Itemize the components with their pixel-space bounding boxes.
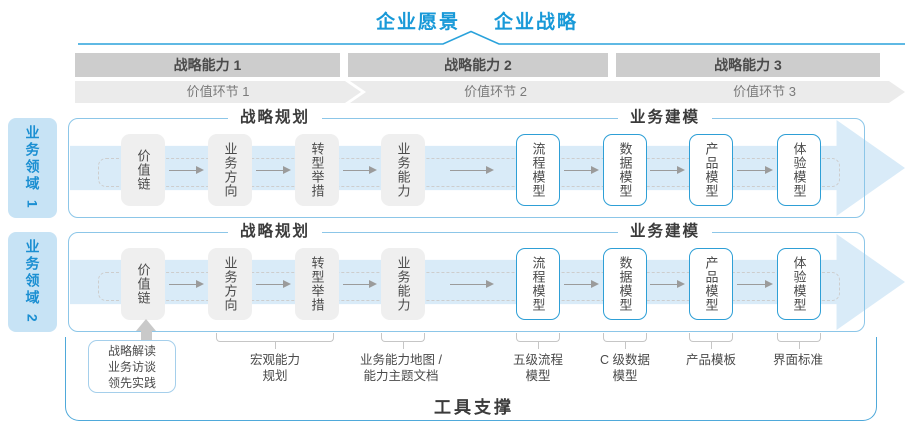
step-arrow-icon xyxy=(564,166,599,174)
box-process-model: 流程模型 xyxy=(516,134,560,206)
domain-row-2: 价值链 业务方向 转型举措 业务能力 流程模型 数据模型 产品模型 体验模型 战… xyxy=(0,221,910,332)
planning-section-header: 战略规划 xyxy=(227,107,323,128)
up-arrow-icon xyxy=(136,319,156,331)
up-arrow-stem xyxy=(141,330,152,341)
row-frame xyxy=(68,232,865,332)
note-ui-standard: 界面标准 xyxy=(772,353,824,367)
brace-connector xyxy=(516,333,560,349)
practice-note-box: 战略解读 业务访谈 领先实践 xyxy=(88,340,176,393)
note-c-level-data-model: C 级数据 模型 xyxy=(599,353,651,383)
practice-line: 领先实践 xyxy=(107,375,156,390)
box-experience-model: 体验模型 xyxy=(777,248,821,320)
step-arrow-icon xyxy=(169,280,204,288)
box-experience-model: 体验模型 xyxy=(777,134,821,206)
brace-connector xyxy=(689,333,733,349)
page-title: 企业愿景 企业战略 xyxy=(22,7,910,34)
tool-support-tray xyxy=(65,337,877,421)
step-arrow-icon xyxy=(169,166,204,174)
box-data-model: 数据模型 xyxy=(603,134,647,206)
capability-bar-2: 战略能力 2 xyxy=(348,53,608,77)
brace-connector xyxy=(216,333,334,349)
step-arrow-icon xyxy=(343,166,377,174)
brace-connector xyxy=(603,333,647,349)
strategy-title: 企业战略 xyxy=(494,12,579,33)
value-chain-segment-2: 价值环节 2 xyxy=(350,81,631,103)
step-arrow-icon xyxy=(737,166,773,174)
box-transformation-initiatives: 转型举措 xyxy=(295,248,339,320)
dashed-track xyxy=(98,158,840,187)
box-process-model: 流程模型 xyxy=(516,248,560,320)
note-capability-map: 业务能力地图 / 能力主题文档 xyxy=(360,353,442,383)
box-value-chain: 价值链 xyxy=(121,134,165,206)
brace-connector xyxy=(777,333,821,349)
box-business-direction: 业务方向 xyxy=(208,134,252,206)
value-chain-segment-1: 价值环节 1 xyxy=(75,81,361,103)
vision-strategy-underline xyxy=(78,30,905,45)
brace-connector xyxy=(381,333,425,349)
capability-bar-1: 战略能力 1 xyxy=(75,53,340,77)
planning-section-header: 战略规划 xyxy=(227,221,323,242)
modeling-section-header: 业务建模 xyxy=(617,107,713,128)
practice-line: 战略解读 xyxy=(107,343,156,358)
value-chain-segment-3: 价值环节 3 xyxy=(614,81,905,103)
box-product-model: 产品模型 xyxy=(689,248,733,320)
box-value-chain: 价值链 xyxy=(121,248,165,320)
step-arrow-icon xyxy=(450,166,494,174)
step-arrow-icon xyxy=(450,280,494,288)
step-arrow-icon xyxy=(564,280,599,288)
step-arrow-icon xyxy=(343,280,377,288)
step-arrow-icon xyxy=(256,166,291,174)
step-arrow-icon xyxy=(650,166,685,174)
dashed-track xyxy=(98,272,840,301)
box-business-capability: 业务能力 xyxy=(381,248,425,320)
box-transformation-initiatives: 转型举措 xyxy=(295,134,339,206)
domain-row-1: 价值链 业务方向 转型举措 业务能力 流程模型 数据模型 产品模型 体验模型 战… xyxy=(0,107,910,218)
capability-bar-3: 战略能力 3 xyxy=(616,53,880,77)
step-arrow-icon xyxy=(256,280,291,288)
domain-label-1: 业务领域 1 xyxy=(8,118,57,218)
domain-label-2: 业务领域 2 xyxy=(8,232,57,332)
modeling-section-header: 业务建模 xyxy=(617,221,713,242)
row-frame xyxy=(68,118,865,218)
box-business-direction: 业务方向 xyxy=(208,248,252,320)
box-data-model: 数据模型 xyxy=(603,248,647,320)
note-macro-capability: 宏观能力 规划 xyxy=(249,353,301,383)
note-product-template: 产品模板 xyxy=(685,353,737,367)
box-business-capability: 业务能力 xyxy=(381,134,425,206)
vision-title: 企业愿景 xyxy=(375,12,460,33)
tool-support-label: 工具支撑 xyxy=(434,398,514,417)
note-level5-process-model: 五级流程 模型 xyxy=(512,353,564,383)
box-product-model: 产品模型 xyxy=(689,134,733,206)
step-arrow-icon xyxy=(650,280,685,288)
practice-line: 业务访谈 xyxy=(107,359,156,374)
step-arrow-icon xyxy=(737,280,773,288)
